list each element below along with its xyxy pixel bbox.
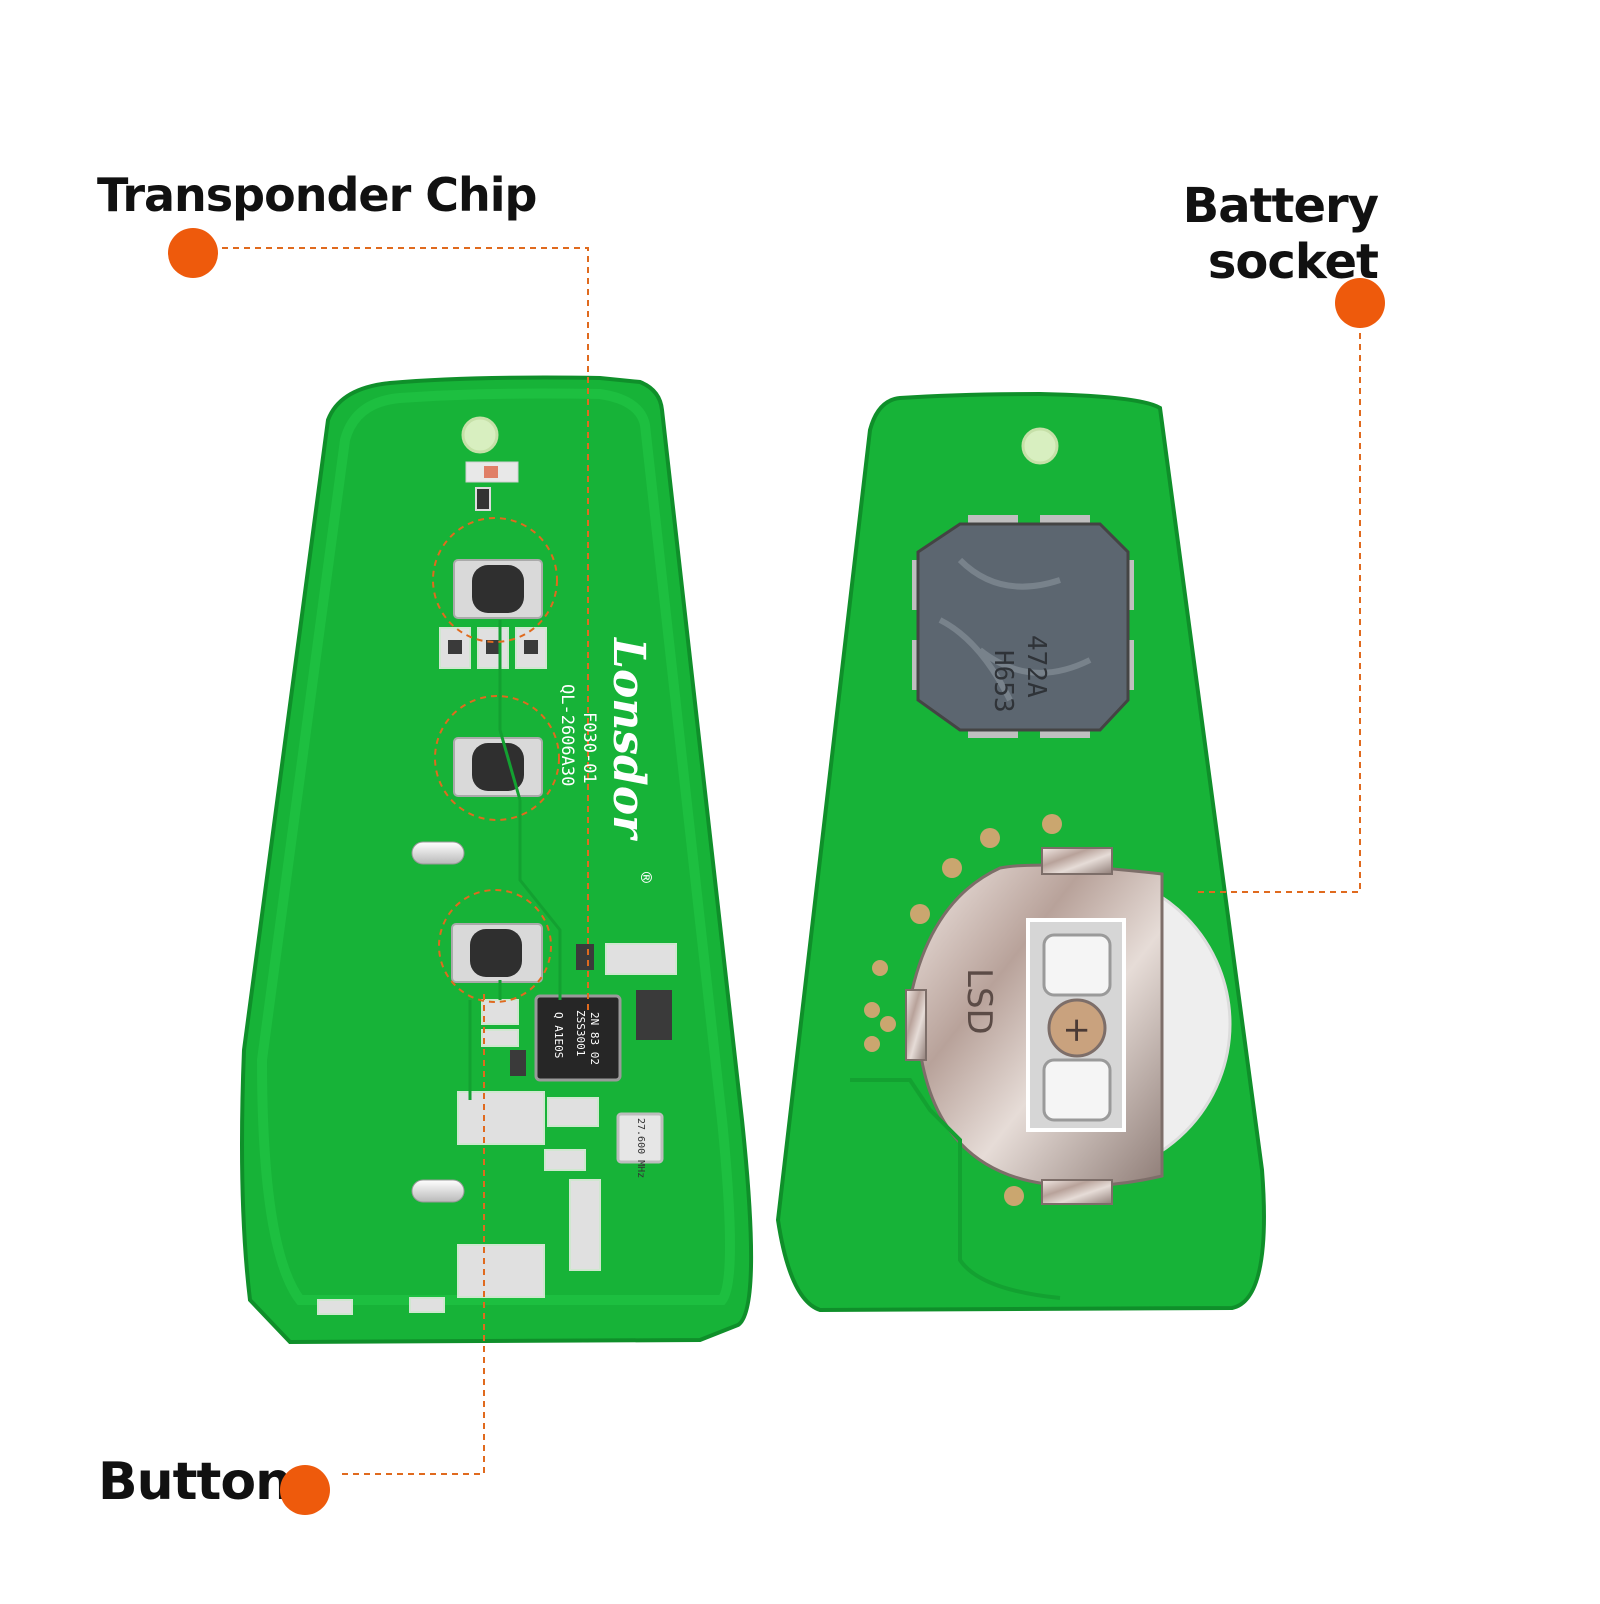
button-switch-3: [451, 923, 543, 983]
chip-marking-b: Q A1E0S: [552, 1012, 565, 1058]
left-pcb: [240, 375, 754, 1345]
battery-socket: [905, 847, 1232, 1205]
part-number-b: QL-2606A30: [557, 684, 577, 786]
button-label: Button: [98, 1452, 292, 1512]
battery-label-line1: Battery: [1182, 178, 1379, 234]
right-pcb: [775, 391, 1266, 1313]
registered-mark: ®: [635, 872, 656, 883]
crystal-marking: 27.600 MHz: [635, 1118, 646, 1178]
transponder-chip-label: Transponder Chip: [97, 168, 537, 222]
battery-socket-marker: [1335, 278, 1385, 328]
button-marker: [280, 1465, 330, 1515]
battery-plus: +: [1057, 1016, 1097, 1045]
inductor-marking-a: H653: [988, 650, 1018, 713]
inductor: [912, 515, 1134, 738]
inductor-marking-b: 472A: [1021, 635, 1051, 698]
button-switch-2: [453, 737, 543, 797]
brand-logo: Lonsdor: [603, 636, 654, 841]
crystal: [616, 1112, 664, 1164]
chip-marking-a: ZSS3001: [574, 1010, 587, 1056]
button-switch-1: [453, 559, 543, 619]
transponder-chip: [534, 994, 622, 1082]
battery-marking: LSD: [959, 968, 999, 1035]
transponder-chip-marker: [168, 228, 218, 278]
chip-marking-c: 2N 83 02: [588, 1012, 601, 1065]
part-number-a: F030-01: [579, 712, 599, 784]
battery-socket-label: Battery socket: [1182, 178, 1379, 290]
callout-lines: [222, 247, 1361, 1475]
